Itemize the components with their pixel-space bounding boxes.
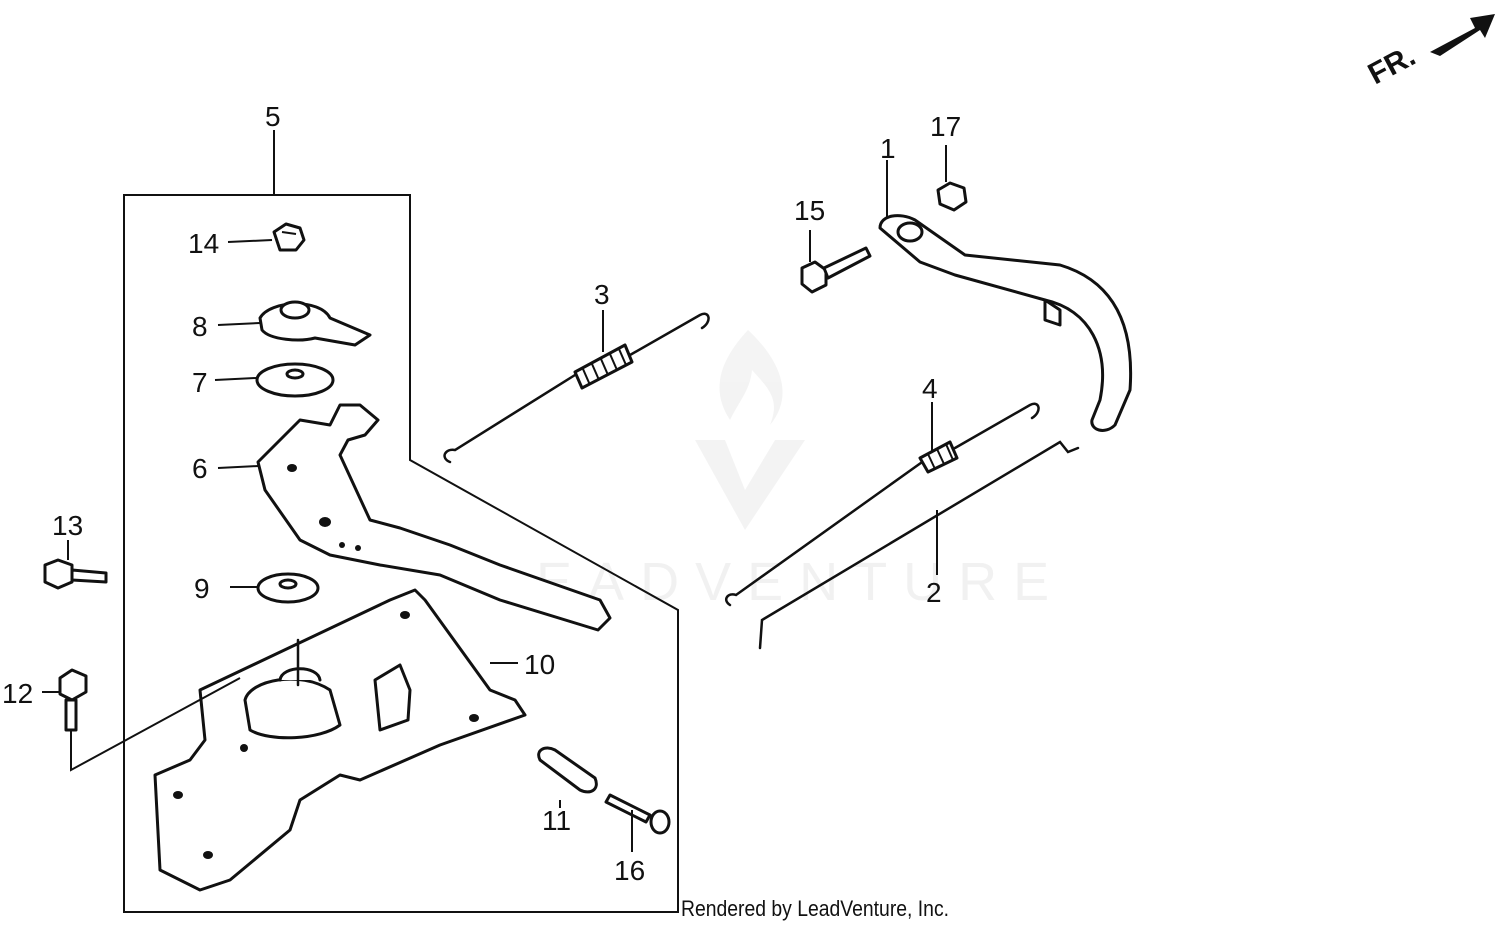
callout-16: 16 — [614, 855, 645, 886]
callout-7: 7 — [192, 367, 208, 398]
watermark-logo: LEADVENTURE — [490, 330, 1049, 612]
part-14-nut — [227, 222, 306, 252]
callout-14: 14 — [188, 228, 219, 259]
callout-1: 1 — [880, 133, 896, 164]
part-7-washer — [214, 362, 335, 398]
part-4-spring-rod — [725, 402, 1040, 607]
part-17-nut — [936, 145, 968, 212]
part-9-washer — [230, 572, 320, 604]
callout-6: 6 — [192, 453, 208, 484]
part-10-base-plate — [153, 588, 527, 892]
callout-15: 15 — [794, 195, 825, 226]
callout-13: 13 — [52, 510, 83, 541]
part-13-bolt — [43, 540, 108, 590]
part-3-spring-rod — [443, 310, 710, 464]
callout-10: 10 — [524, 649, 555, 680]
part-16-screw — [604, 793, 671, 852]
part-12-bolt — [42, 668, 241, 772]
callout-11: 11 — [542, 805, 571, 836]
callout-3: 3 — [594, 279, 610, 310]
callout-labels: 1 2 3 4 5 6 7 8 9 10 11 12 13 14 15 16 1… — [2, 101, 961, 886]
callout-17: 17 — [930, 111, 961, 142]
part-15-bolt — [800, 230, 872, 294]
callout-8: 8 — [192, 311, 208, 342]
callout-5: 5 — [265, 101, 281, 132]
part-8-plate — [217, 300, 372, 347]
part-6-lever-bracket — [217, 403, 612, 632]
part-11-sleeve — [537, 746, 598, 808]
credit-text: Rendered by LeadVenture, Inc. — [681, 896, 950, 921]
callout-4: 4 — [922, 373, 938, 404]
assembly-box — [123, 194, 679, 913]
part-1-governor-arm — [878, 160, 1133, 432]
fr-arrow-icon — [1430, 14, 1495, 56]
callout-12: 12 — [2, 678, 33, 709]
callout-9: 9 — [194, 573, 210, 604]
part-2-rod — [758, 440, 1080, 650]
fr-label: FR. — [1363, 39, 1421, 91]
callout-2: 2 — [926, 577, 942, 608]
front-direction-indicator: FR. — [1363, 14, 1495, 91]
